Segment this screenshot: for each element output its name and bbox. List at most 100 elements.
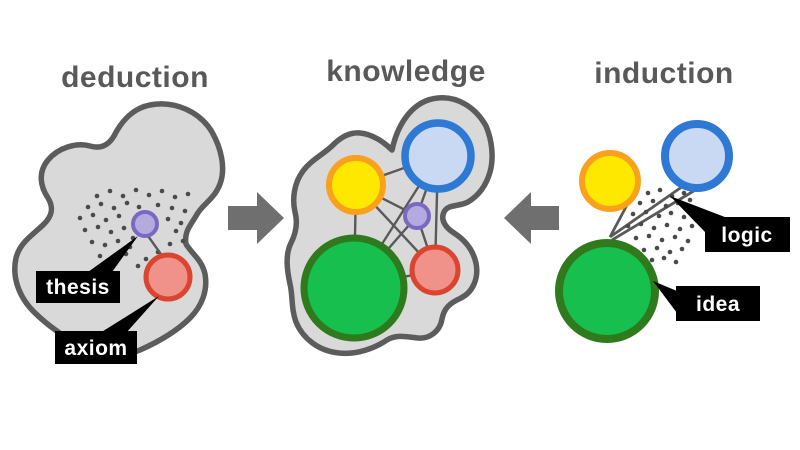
scatter-dot xyxy=(645,190,651,196)
scatter-dot xyxy=(180,238,186,244)
scatter-dot xyxy=(633,235,639,241)
scatter-dot xyxy=(165,216,171,222)
idea-callout-label: idea xyxy=(696,293,740,316)
logic-callout-box xyxy=(705,217,790,252)
deduction-blob xyxy=(12,101,226,359)
induction-blue-node xyxy=(661,120,733,192)
knowledge-red-node xyxy=(409,244,461,296)
scatter-dot xyxy=(111,205,117,211)
connection-line xyxy=(609,182,687,239)
scatter-dot xyxy=(646,233,652,239)
scatter-dot xyxy=(167,241,173,247)
scatter-dot xyxy=(649,257,655,263)
deduction-dots xyxy=(77,187,191,271)
scatter-dot xyxy=(173,228,179,234)
scatter-dot xyxy=(679,246,685,252)
scatter-dot xyxy=(95,224,101,230)
scatter-dot xyxy=(120,193,126,199)
knowledge-title: knowledge xyxy=(326,55,486,88)
scatter-dot xyxy=(102,242,108,248)
connection-line xyxy=(147,235,164,258)
scatter-dot xyxy=(178,220,184,226)
axiom-callout-box xyxy=(55,331,137,364)
scatter-dot xyxy=(133,187,139,193)
scatter-dot xyxy=(668,210,674,216)
logic-callout: logic xyxy=(670,196,790,252)
scatter-dot xyxy=(673,259,679,265)
scatter-dot xyxy=(667,249,673,255)
axiom-node xyxy=(143,252,193,302)
scatter-dot xyxy=(685,238,691,244)
thesis-callout-box xyxy=(36,271,120,303)
scatter-dot xyxy=(146,192,152,198)
scatter-dot xyxy=(116,213,122,219)
connection-line xyxy=(608,204,629,238)
scatter-dot xyxy=(657,187,663,193)
scatter-dot xyxy=(94,193,100,199)
scatter-dot xyxy=(638,221,644,227)
scatter-dot xyxy=(625,223,631,229)
scatter-dot xyxy=(687,197,693,203)
logic-callout-label: logic xyxy=(721,224,773,247)
idea-node xyxy=(555,239,659,343)
scatter-dot xyxy=(90,212,96,218)
induction-nodes xyxy=(555,120,733,343)
scatter-dot xyxy=(108,229,114,235)
scatter-dot xyxy=(85,204,91,210)
scatter-dot xyxy=(97,253,103,259)
scatter-dot xyxy=(103,217,109,223)
induction-title: induction xyxy=(594,57,733,90)
idea-callout-pointer xyxy=(653,281,677,313)
knowledge-yellow-node xyxy=(326,155,386,215)
scatter-dot xyxy=(661,255,667,261)
deduction-links xyxy=(147,235,164,258)
scatter-dot xyxy=(172,194,178,200)
induction-yellow-node xyxy=(579,150,641,212)
scatter-dot xyxy=(136,204,142,210)
scatter-dot xyxy=(155,202,161,208)
scatter-dot xyxy=(115,238,121,244)
scatter-dot xyxy=(182,208,188,214)
scatter-dot xyxy=(681,190,687,196)
scatter-dot xyxy=(637,200,643,206)
knowledge-panel xyxy=(284,95,495,357)
thesis-callout-pointer xyxy=(88,236,138,272)
scatter-dot xyxy=(656,213,662,219)
axiom-callout-pointer xyxy=(100,296,159,333)
scatter-dot xyxy=(124,200,130,206)
deduction-panel: thesis axiom xyxy=(12,101,226,364)
scatter-dot xyxy=(82,227,88,233)
arrow-deduction-to-knowledge-icon xyxy=(228,192,284,244)
knowledge-nodes xyxy=(300,119,475,342)
scatter-dot xyxy=(677,226,683,232)
idea-callout-box xyxy=(676,286,760,321)
scatter-dot xyxy=(654,245,660,251)
scatter-dot xyxy=(672,234,678,240)
idea-callout: idea xyxy=(653,281,760,321)
induction-links xyxy=(608,182,698,242)
scatter-dot xyxy=(664,222,670,228)
scatter-dot xyxy=(681,214,687,220)
scatter-dot xyxy=(651,225,657,231)
scatter-dot xyxy=(185,191,191,197)
scatter-dot xyxy=(121,225,127,231)
thesis-callout-label: thesis xyxy=(46,276,110,299)
scatter-dot xyxy=(89,239,95,245)
induction-panel: logic idea xyxy=(555,120,790,343)
scatter-dot xyxy=(641,247,647,253)
scatter-dot xyxy=(159,188,165,194)
scatter-dot xyxy=(169,205,175,211)
axiom-callout-label: axiom xyxy=(64,337,127,360)
axiom-callout: axiom xyxy=(55,296,159,364)
scatter-dot xyxy=(107,188,113,194)
deduction-nodes xyxy=(131,210,193,302)
scatter-dot xyxy=(689,223,695,229)
thesis-node xyxy=(131,210,159,238)
deduction-title: deduction xyxy=(61,61,209,94)
scatter-dot xyxy=(135,263,141,269)
scatter-dot xyxy=(659,237,665,243)
scatter-dot xyxy=(663,203,669,209)
scatter-dot xyxy=(98,201,104,207)
